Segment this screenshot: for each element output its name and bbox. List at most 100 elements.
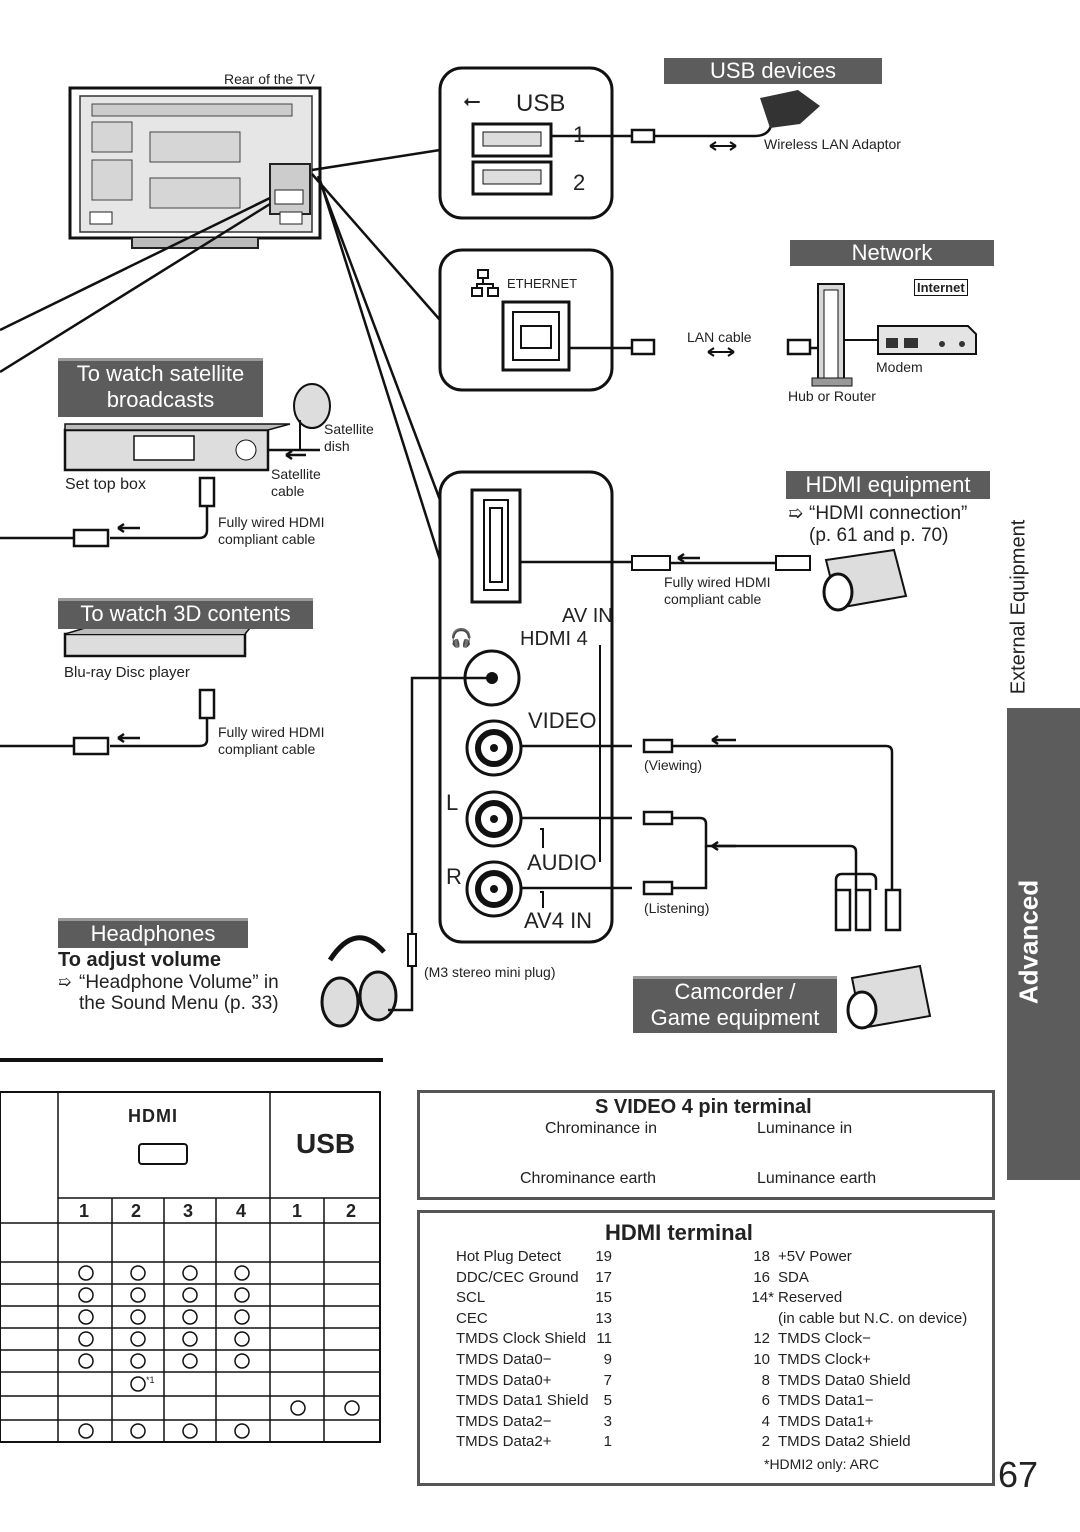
adjust-volume-label: To adjust volume (58, 949, 221, 971)
tv-rear-label: Rear of the TV (224, 71, 315, 87)
headphone-jack-icon: 🎧 (450, 628, 473, 648)
external-equipment-vertical: External Equipment (1006, 512, 1032, 702)
listening-label: (Listening) (644, 900, 710, 916)
tv-rear-illustration (68, 86, 322, 249)
pin-right-number: 18 (753, 1248, 770, 1265)
audio-r-label: R (446, 864, 462, 889)
external-equipment-text: External Equipment (1007, 519, 1030, 695)
video-label: VIDEO (528, 708, 597, 733)
hdmi-ref-arrow-icon: ➯ (788, 503, 804, 523)
hdmi4-label: HDMI 4 (520, 628, 588, 650)
pin-right-name: TMDS Clock+ (778, 1351, 871, 1368)
hdmi-connection-ref-2: (p. 61 and p. 70) (809, 525, 949, 546)
pin-left-name: TMDS Clock Shield (456, 1330, 587, 1348)
pin-left-number: 5 (603, 1392, 612, 1410)
satellite-heading: To watch satellite broadcasts (58, 358, 263, 417)
headphones-heading: Headphones (58, 918, 248, 948)
wireless-lan-adaptor-label: Wireless LAN Adaptor (764, 136, 901, 152)
advanced-tab: Advanced (1007, 708, 1080, 1180)
chroma-in-label: Chrominance in (545, 1120, 658, 1137)
col-hdmi3: 3 (183, 1201, 194, 1221)
luma-in-label: Luminance in (757, 1120, 853, 1137)
chroma-earth-label: Chrominance earth (520, 1170, 657, 1187)
headphone-ref-arrow-icon: ➯ (58, 974, 72, 991)
pin-right-number: 8 (761, 1371, 770, 1389)
pin-left-number: 7 (603, 1371, 612, 1389)
satellite-heading-line1: To watch satellite (76, 361, 245, 386)
modem-label: Modem (876, 359, 923, 375)
pin-right-number: 6 (761, 1392, 770, 1410)
pin-right-number: 2 (761, 1433, 770, 1451)
satellite-cable-label-2: cable (271, 483, 305, 499)
pin-left-name: TMDS Data1 Shield (456, 1392, 589, 1410)
bluray-player-label: Blu-ray Disc player (64, 664, 190, 681)
col-hdmi1: 1 (79, 1201, 90, 1221)
headphone-volume-ref-1: “Headphone Volume” in (79, 972, 279, 993)
pin-right-number: 10 (753, 1351, 770, 1368)
svideo-box (417, 1090, 995, 1200)
pin-left-number: 9 (603, 1351, 612, 1368)
hdmi-connection-ref-1: “HDMI connection” (809, 503, 968, 524)
page-number: 67 (998, 1454, 1039, 1495)
usb-port-1-label: 1 (573, 122, 586, 147)
usb-devices-heading: USB devices (664, 58, 882, 84)
hdmi-terminal-title: HDMI terminal (605, 1220, 753, 1245)
internet-label: Internet (914, 279, 968, 296)
watch-3d-heading: To watch 3D contents (58, 598, 313, 629)
viewing-label: (Viewing) (644, 757, 703, 773)
pin-right-name: SDA (778, 1268, 809, 1286)
pin-left-number: 13 (595, 1309, 612, 1327)
pin-left-name: TMDS Data0+ (456, 1371, 552, 1389)
col-hdmi4: 4 (236, 1201, 247, 1221)
hdmi-logo: HDMI (128, 1106, 178, 1126)
usb-column-label: USB (296, 1128, 356, 1159)
pin-right-name: Reserved (778, 1289, 843, 1307)
satellite-dish-label-1: Satellite (324, 421, 374, 437)
pin-left-number: 15 (595, 1289, 612, 1307)
camcorder-heading: Camcorder / Game equipment (633, 976, 837, 1033)
hdmi-eq-cable-label-1: Fully wired HDMI (664, 574, 771, 590)
luma-earth-label: Luminance earth (757, 1170, 877, 1187)
satellite-cable-label-1: Satellite (271, 466, 321, 482)
advanced-tab-label: Advanced (1013, 879, 1044, 1005)
ethernet-label: ETHERNET (507, 276, 578, 291)
pin-right-name: TMDS Data0 Shield (778, 1371, 911, 1389)
hdmi-equipment-heading: HDMI equipment (786, 471, 990, 499)
footnote-mark: *1 (146, 1375, 155, 1385)
pin-left-name: DDC/CEC Ground (456, 1268, 579, 1286)
pin-right-name: TMDS Data1− (778, 1392, 874, 1410)
pin-left-number: 1 (603, 1433, 612, 1451)
3d-cable-label-2: compliant cable (218, 741, 316, 757)
pin-left-name: SCL (456, 1289, 486, 1307)
col-hdmi2: 2 (131, 1201, 142, 1221)
set-top-box-label: Set top box (65, 476, 146, 493)
usb-panel-title: USB (516, 90, 566, 117)
pin-left-number: 11 (596, 1330, 612, 1348)
pin-right-number: 4 (761, 1412, 770, 1430)
col-usb2: 2 (346, 1201, 357, 1221)
av4-in-label: AV4 IN (524, 908, 593, 933)
pin-left-number: 17 (595, 1268, 612, 1286)
satellite-heading-line2: broadcasts (106, 387, 215, 412)
hdmi-eq-cable-label-2: compliant cable (664, 591, 762, 607)
usb-icon: ⭠ (463, 88, 481, 113)
camcorder-heading-line2: Game equipment (650, 1005, 820, 1030)
pin-left-name: TMDS Data0− (456, 1351, 552, 1368)
pin-left-name: TMDS Data2+ (456, 1433, 552, 1451)
usb-port-2-label: 2 (573, 170, 586, 195)
sat-hdmi-cable-label-2: compliant cable (218, 531, 316, 547)
pin-left-number: 3 (603, 1412, 612, 1430)
pin-right-number: 16 (753, 1268, 770, 1286)
pin-right-name: TMDS Clock− (778, 1330, 871, 1348)
pin-left-name: Hot Plug Detect (456, 1248, 562, 1265)
hdmi-footnote: *HDMI2 only: ARC (764, 1456, 880, 1472)
satellite-dish-label-2: dish (324, 438, 350, 454)
lan-cable-label: LAN cable (687, 329, 752, 345)
stereo-plug-label: (M3 stereo mini plug) (424, 964, 556, 980)
3d-cable-label-1: Fully wired HDMI (218, 724, 325, 740)
sat-hdmi-cable-label-1: Fully wired HDMI (218, 514, 325, 530)
audio-l-label: L (446, 790, 459, 815)
audio-label: AUDIO (527, 850, 597, 875)
av-in-label: AV IN (562, 605, 613, 627)
